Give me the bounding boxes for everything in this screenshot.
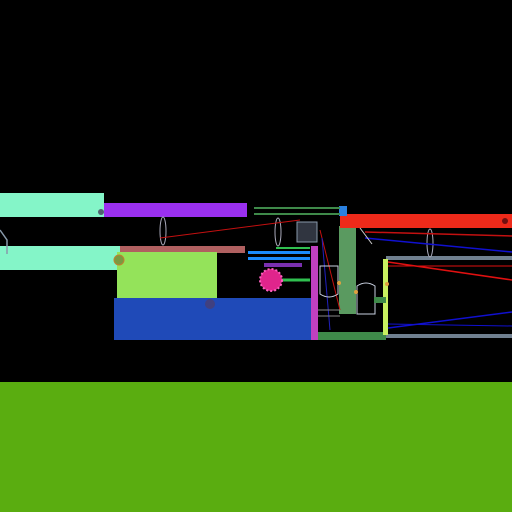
lens: [274, 217, 282, 247]
ground: [0, 382, 512, 512]
blue-connector[interactable]: [339, 206, 347, 216]
joint-marker: [113, 254, 125, 266]
lens: [426, 228, 434, 258]
strut: [359, 227, 373, 245]
blue-strip: [248, 251, 310, 254]
brown-beam[interactable]: [120, 246, 245, 253]
rope: [387, 311, 512, 329]
cyan-platform-upper[interactable]: [0, 193, 104, 217]
green-base-plate[interactable]: [318, 332, 386, 340]
rope: [319, 229, 341, 311]
rope: [364, 231, 512, 237]
rope: [159, 219, 301, 239]
rail-bottom: [386, 334, 512, 338]
pin-marker: [354, 290, 358, 294]
magenta-post[interactable]: [311, 246, 318, 340]
lens: [159, 216, 167, 246]
pulley-wheel: [319, 265, 339, 298]
gearbox: [296, 221, 318, 243]
pulley-wheel: [356, 282, 376, 315]
small-plate: [374, 297, 386, 303]
purple-bar[interactable]: [104, 203, 247, 217]
joint-marker: [502, 218, 508, 224]
pin-marker: [337, 281, 341, 285]
left-bracket: [0, 229, 8, 254]
light-green-block[interactable]: [117, 252, 217, 305]
rope: [321, 237, 331, 331]
rope: [364, 237, 512, 253]
red-bar[interactable]: [340, 214, 512, 228]
blue-strip: [248, 257, 310, 260]
joint-marker: [205, 299, 215, 309]
green-pillar[interactable]: [339, 226, 356, 314]
pin-marker: [385, 282, 389, 286]
gear-rack: [264, 263, 302, 267]
rail-top: [386, 256, 512, 260]
joint-marker: [98, 209, 104, 215]
gear: [259, 268, 283, 292]
cyan-platform-lower[interactable]: [0, 246, 120, 270]
rope: [387, 323, 512, 327]
rope: [387, 261, 512, 281]
